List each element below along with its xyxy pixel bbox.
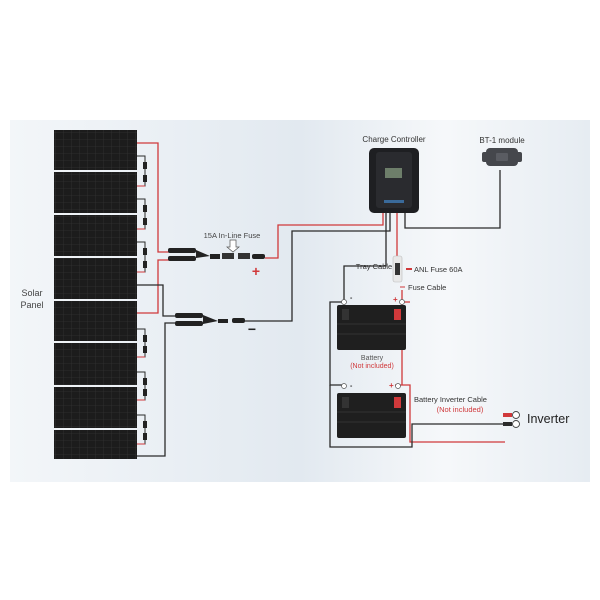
mc4-connector xyxy=(143,433,147,440)
positive-terminal xyxy=(394,397,401,408)
anl-fuse-label: ANL Fuse 60A xyxy=(414,265,463,274)
mc4-connector xyxy=(143,421,147,428)
battery-2-pos-sign: + xyxy=(389,381,394,390)
solar-panel-module xyxy=(54,258,137,299)
anl-fuse[interactable] xyxy=(392,255,403,283)
mc4-connector xyxy=(143,346,147,353)
solar-panel-module xyxy=(54,215,137,256)
mc4-connector xyxy=(143,378,147,385)
inverter-cable-note: (Not included) xyxy=(437,405,484,414)
positive-terminal xyxy=(394,309,401,320)
mc4-connector xyxy=(143,205,147,212)
inline-fuse[interactable] xyxy=(222,253,265,259)
mc4-connector xyxy=(143,335,147,342)
bt-module[interactable] xyxy=(482,148,522,166)
mc4-connector xyxy=(143,248,147,255)
charge-controller-label: Charge Controller xyxy=(362,135,425,144)
negative-terminal xyxy=(342,309,349,320)
battery-1-neg-sign: - xyxy=(350,295,353,302)
battery-1-pos-sign: + xyxy=(393,295,398,304)
solar-panel-module xyxy=(54,343,137,385)
inverter-label: Inverter xyxy=(527,412,569,426)
fuse-cable-label: Fuse Cable xyxy=(408,283,446,292)
battery-label: Battery xyxy=(361,355,384,362)
controller-display xyxy=(385,168,402,178)
panel-jumpers xyxy=(137,155,147,445)
negative-sign: − xyxy=(248,321,256,337)
y-branch-connector-negative xyxy=(175,313,245,326)
negative-wiring xyxy=(137,170,505,457)
inline-fuse-arrow-icon xyxy=(226,239,240,253)
solar-panel-label: Solar xyxy=(21,288,42,298)
bt-module-label: BT-1 module xyxy=(479,136,525,145)
battery-note: (Not included) xyxy=(350,363,394,370)
battery-1 xyxy=(337,299,406,350)
solar-panel-module xyxy=(54,301,137,341)
mc4-connector xyxy=(143,175,147,182)
mc4-connector xyxy=(143,261,147,268)
inverter-cable-label: Battery Inverter Cable xyxy=(414,395,487,404)
solar-panel-module xyxy=(54,172,137,213)
mc4-connector xyxy=(143,389,147,396)
inverter-lugs xyxy=(503,411,520,428)
solar-panel-array xyxy=(54,130,137,459)
solar-panel-module xyxy=(54,130,137,170)
charge-controller[interactable] xyxy=(369,148,419,213)
negative-terminal xyxy=(342,397,349,408)
tray-cable-label: Tray Cable xyxy=(356,262,392,271)
battery-2 xyxy=(337,383,406,438)
solar-panel-module xyxy=(54,430,137,459)
mc4-connector xyxy=(143,162,147,169)
y-branch-connector-positive xyxy=(168,248,220,261)
mc4-connector xyxy=(143,218,147,225)
solar-panel-label-2: Panel xyxy=(20,300,43,310)
battery-2-neg-sign: - xyxy=(350,383,353,390)
positive-sign: + xyxy=(252,263,260,279)
inline-fuse-label: 15A In-Line Fuse xyxy=(204,231,261,240)
solar-panel-module xyxy=(54,387,137,428)
